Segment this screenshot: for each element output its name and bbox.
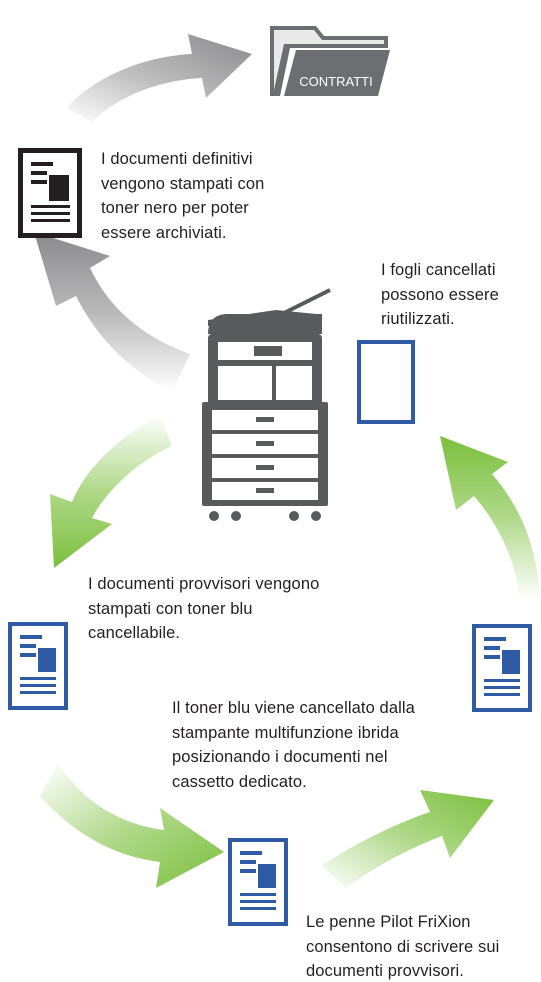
annotated-document-icon — [228, 838, 288, 926]
contracts-folder-icon: CONTRATTI — [270, 26, 390, 96]
note-line: posizionando i documenti nel — [172, 748, 388, 766]
arrow-to-printer — [440, 436, 540, 600]
note-line: cassetto dedicato. — [172, 772, 307, 791]
pens-note: Le penne Pilot FriXion consentono di scr… — [306, 910, 499, 982]
note-line: riutilizzati. — [381, 310, 455, 328]
note-line: I documenti provvisori vengono — [88, 575, 320, 593]
final-document-icon — [18, 148, 82, 238]
arrow-to-pen-doc — [40, 764, 224, 888]
note-line: consentono di scrivere sui — [306, 937, 500, 956]
provisional-document-icon — [8, 622, 68, 710]
note-line: possono essere — [381, 285, 499, 304]
note-line: I fogli cancellati — [381, 261, 496, 279]
note-line: stampati con toner blu — [88, 599, 253, 618]
note-line: Le penne Pilot FriXion — [306, 913, 471, 931]
multifunction-printer-icon — [202, 288, 331, 521]
reuse-note: I fogli cancellati possono essere riutil… — [381, 258, 499, 332]
note-line: stampante multifunzione ibrida — [172, 723, 399, 742]
blank-sheet-icon — [357, 340, 415, 424]
folder-label: CONTRATTI — [299, 74, 372, 89]
erase-note: Il toner blu viene cancellato dalla stam… — [172, 696, 415, 794]
returning-document-icon — [472, 624, 532, 712]
note-line: Il toner blu viene cancellato dalla — [172, 699, 415, 717]
note-line: I documenti definitivi — [101, 150, 253, 168]
note-line: essere archiviati. — [101, 223, 227, 242]
note-line: documenti provvisori. — [306, 962, 464, 980]
arrow-to-provisional-doc — [50, 414, 172, 568]
note-line: toner nero per poter — [101, 199, 249, 217]
arrow-to-archive — [66, 34, 252, 122]
note-line: cancellabile. — [88, 624, 181, 642]
note-line: vengono stampati con — [101, 174, 265, 193]
provisional-note: I documenti provvisori vengono stampati … — [88, 572, 319, 646]
final-docs-note: I documenti definitivi vengono stampati … — [101, 147, 264, 245]
arrow-to-final-doc — [34, 232, 190, 392]
arrow-to-reuse-doc — [322, 790, 494, 888]
